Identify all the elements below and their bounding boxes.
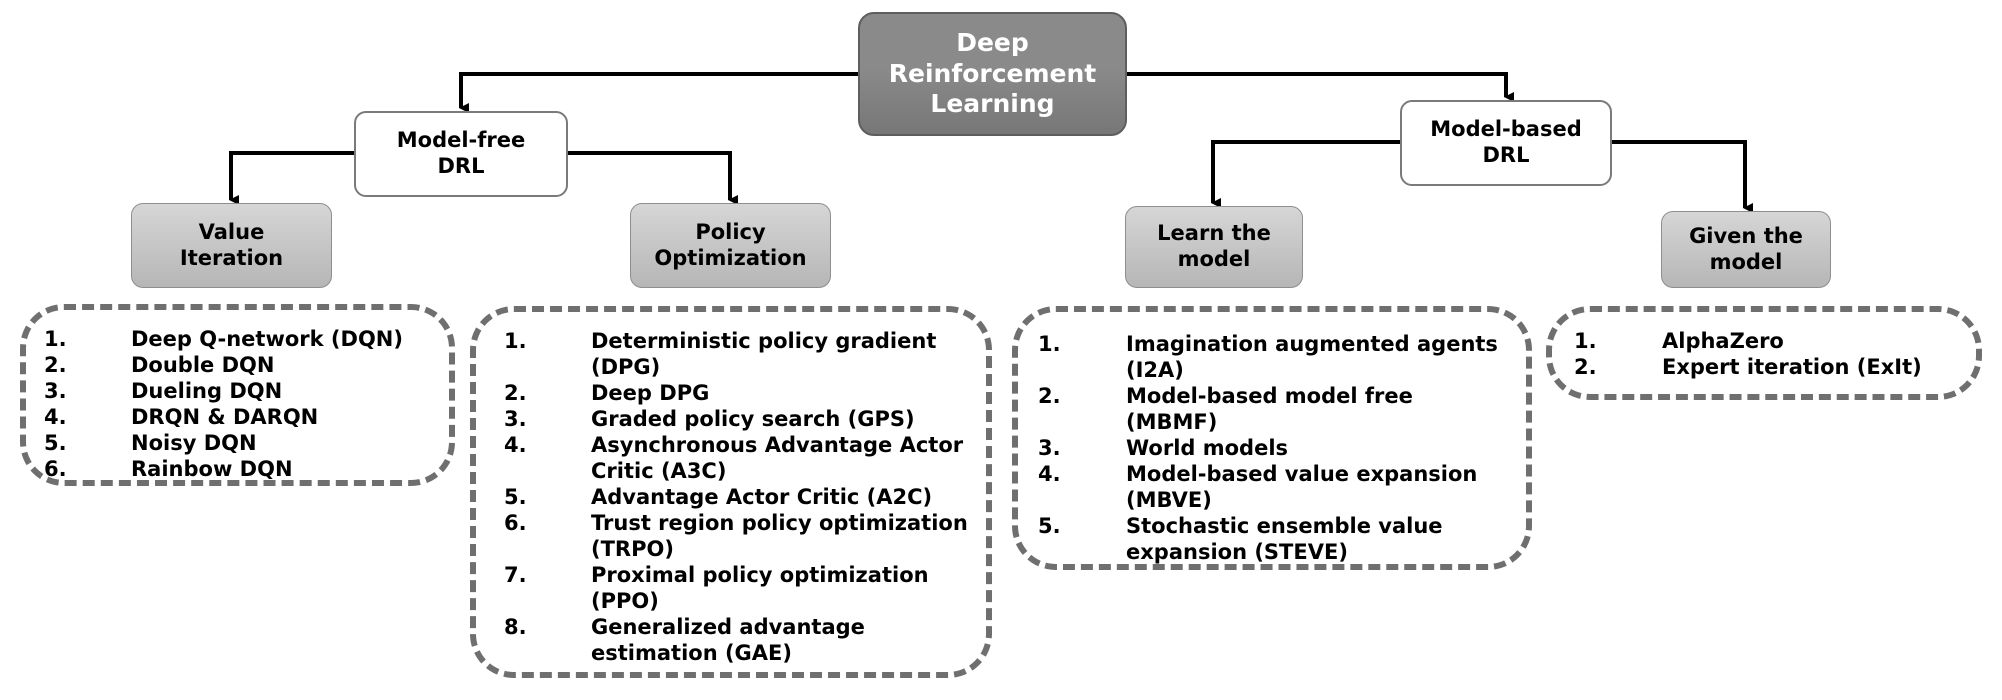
item-number: 2. — [1038, 384, 1061, 408]
list-item: 2. Expert iteration (ExIt) — [1574, 354, 1976, 380]
list-item: 2. Model-based model free (MBMF) — [1038, 383, 1526, 435]
given-the-model-label: Given the model — [1689, 223, 1803, 274]
item-number: 8. — [504, 615, 527, 639]
edge-root-model-based — [1127, 72, 1514, 102]
edge-modelfree-policy — [568, 151, 738, 205]
list-item: 5. Noisy DQN — [44, 430, 449, 456]
item-number: 4. — [504, 433, 527, 457]
list-item: 3. World models — [1038, 435, 1526, 461]
policy-optimization-label: Policy Optimization — [654, 219, 807, 270]
list-item: 4. Model-based value expansion (MBVE) — [1038, 461, 1526, 513]
policy-optimization-list-box: 1. Deterministic policy gradient (DPG) 2.… — [470, 306, 992, 678]
item-text: Model-based model free (MBMF) — [1126, 384, 1413, 434]
list-item: 6. Rainbow DQN — [44, 456, 449, 482]
edge-root-model-free — [459, 72, 858, 113]
root-title: Deep Reinforcement Learning — [888, 28, 1097, 119]
model-based-label: Model-based DRL — [1430, 117, 1582, 167]
item-text: Graded policy search (GPS) — [591, 407, 915, 431]
value-iteration-node: Value Iteration — [131, 203, 332, 288]
item-number: 5. — [1038, 514, 1061, 538]
item-text: Model-based value expansion (MBVE) — [1126, 462, 1478, 512]
model-free-node: Model-free DRL — [354, 111, 568, 197]
item-number: 6. — [44, 457, 67, 481]
list-item: 4. DRQN & DARQN — [44, 404, 449, 430]
edge-modelfree-value — [229, 151, 354, 205]
item-text: DRQN & DARQN — [131, 405, 319, 429]
list-item: 1. Deep Q-network (DQN) — [44, 326, 449, 352]
list-item: 2. Deep DPG — [504, 380, 986, 406]
item-text: Noisy DQN — [131, 431, 257, 455]
value-iteration-label: Value Iteration — [179, 219, 284, 270]
item-text: Deep Q-network (DQN) — [131, 327, 403, 351]
edge-modelbased-learn — [1211, 140, 1400, 208]
item-number: 4. — [1038, 462, 1061, 486]
list-item: 5. Advantage Actor Critic (A2C) — [504, 484, 986, 510]
list-item: 5. Stochastic ensemble value expansion (S… — [1038, 513, 1526, 565]
item-text: Asynchronous Advantage Actor Critic (A3C… — [591, 433, 964, 483]
item-text: Deterministic policy gradient (DPG) — [591, 329, 937, 379]
item-text: Imagination augmented agents (I2A) — [1126, 332, 1498, 382]
list-item: 1. AlphaZero — [1574, 328, 1976, 354]
learn-the-model-label: Learn the model — [1157, 221, 1271, 271]
given-the-model-list-box: 1. AlphaZero 2. Expert iteration (ExIt) — [1546, 306, 1982, 400]
item-text: Advantage Actor Critic (A2C) — [591, 485, 933, 509]
model-based-node: Model-based DRL — [1400, 100, 1612, 186]
item-number: 4. — [44, 405, 67, 429]
list-item: 1. Imagination augmented agents (I2A) — [1038, 331, 1526, 383]
list-item: 3. Graded policy search (GPS) — [504, 406, 986, 432]
item-text: Trust region policy optimization (TRPO) — [591, 511, 968, 561]
item-number: 3. — [1038, 436, 1061, 460]
item-text: Rainbow DQN — [131, 457, 293, 481]
item-text: Dueling DQN — [131, 379, 283, 403]
given-the-model-node: Given the model — [1661, 211, 1831, 288]
item-number: 3. — [44, 379, 67, 403]
item-number: 6. — [504, 511, 527, 535]
list-item: 7. Proximal policy optimization (PPO) — [504, 562, 986, 614]
item-number: 2. — [504, 381, 527, 405]
item-number: 5. — [44, 431, 67, 455]
policy-optimization-node: Policy Optimization — [630, 203, 831, 288]
list-item: 1. Deterministic policy gradient (DPG) — [504, 328, 986, 380]
item-text: Stochastic ensemble value expansion (STE… — [1126, 514, 1443, 564]
item-number: 1. — [504, 329, 527, 353]
item-text: World models — [1126, 436, 1289, 460]
item-text: AlphaZero — [1662, 329, 1784, 353]
list-item: 6. Trust region policy optimization (TRPO… — [504, 510, 986, 562]
item-number: 1. — [1038, 332, 1061, 356]
list-item: 4. Asynchronous Advantage Actor Critic (A… — [504, 432, 986, 484]
list-item: 3. Dueling DQN — [44, 378, 449, 404]
root-node: Deep Reinforcement Learning — [858, 12, 1127, 136]
item-text: Generalized advantage estimation (GAE) — [591, 615, 865, 665]
edge-modelbased-given — [1612, 140, 1753, 213]
list-item: 8. Generalized advantage estimation (GAE) — [504, 614, 986, 666]
item-text: Deep DPG — [591, 381, 710, 405]
item-number: 1. — [1574, 329, 1597, 353]
item-number: 2. — [44, 353, 67, 377]
item-number: 1. — [44, 327, 67, 351]
item-number: 2. — [1574, 355, 1597, 379]
learn-the-model-node: Learn the model — [1125, 206, 1303, 288]
item-number: 7. — [504, 563, 527, 587]
value-iteration-list-box: 1. Deep Q-network (DQN) 2. Double DQN 3. Du… — [20, 304, 455, 486]
item-text: Expert iteration (ExIt) — [1662, 355, 1922, 379]
item-number: 3. — [504, 407, 527, 431]
item-text: Proximal policy optimization (PPO) — [591, 563, 929, 613]
item-text: Double DQN — [131, 353, 275, 377]
learn-the-model-list-box: 1. Imagination augmented agents (I2A) 2. M… — [1012, 306, 1532, 570]
model-free-label: Model-free DRL — [396, 128, 526, 178]
list-item: 2. Double DQN — [44, 352, 449, 378]
item-number: 5. — [504, 485, 527, 509]
